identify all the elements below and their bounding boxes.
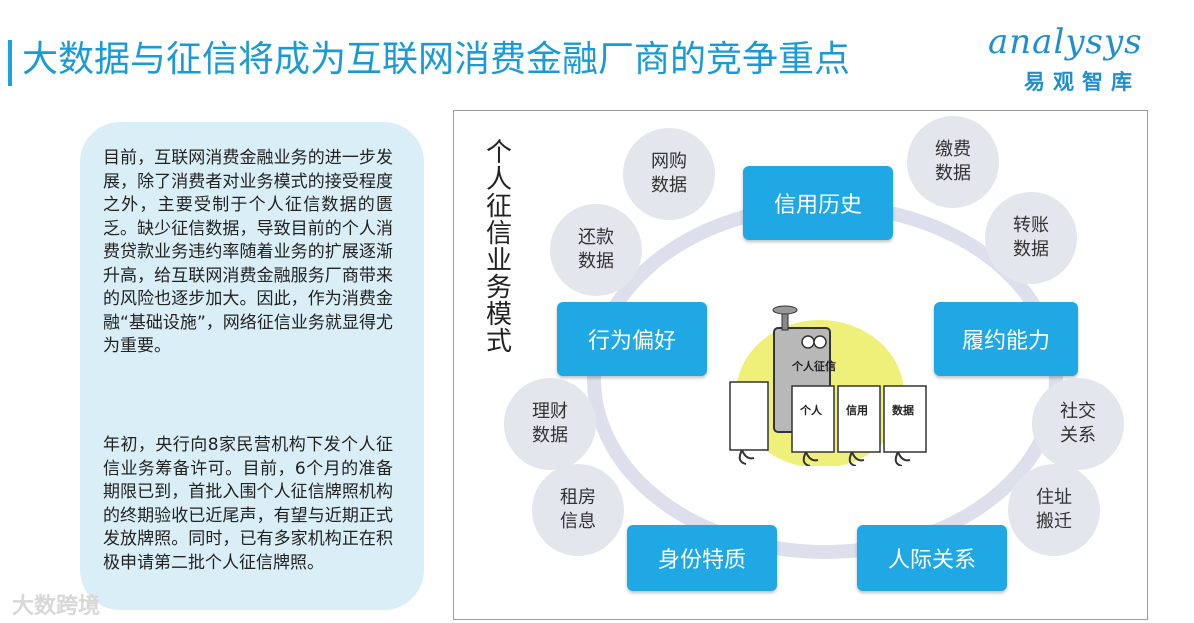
node-behavior-preference: 行为偏好: [557, 302, 707, 376]
data-node-social: 社交关系: [1032, 378, 1124, 470]
illustration-card-data: 数据: [892, 403, 914, 417]
bottom-watermark: 大数跨境: [12, 588, 100, 620]
logo-wordmark: analysys: [988, 22, 1143, 62]
data-node-relocation: 住址搬迁: [1008, 464, 1100, 556]
data-node-rental: 租房信息: [532, 464, 624, 556]
data-node-payment: 缴费数据: [907, 116, 999, 208]
node-identity-traits: 身份特质: [627, 525, 777, 591]
data-node-transfer: 转账数据: [985, 192, 1077, 284]
data-node-online-shopping: 网购数据: [623, 128, 715, 220]
title-accent-bar: [8, 40, 12, 86]
node-credit-history: 信用历史: [743, 166, 893, 240]
paragraph-1: 目前，互联网消费金融业务的进一步发展，除了消费者对业务模式的接受程度之外，主要受…: [103, 147, 393, 359]
illustration-card-person: 个人: [799, 403, 823, 417]
analysys-logo: analysys 易观智库: [988, 22, 1168, 102]
page-title: 大数据与征信将成为互联网消费金融厂商的竞争重点: [22, 30, 850, 82]
credit-illustration: 个人征信 个人 信用 数据: [722, 290, 940, 466]
illustration-box-label: 个人征信: [791, 359, 836, 373]
logo-chinese-name: 易观智库: [1024, 66, 1140, 96]
paragraph-2: 年初，央行向8家民营机构下发个人征信业务筹备许可。目前，6个月的准备期限已到，首…: [103, 434, 393, 575]
data-node-finance: 理财数据: [504, 378, 596, 470]
illustration-card-credit: 信用: [846, 403, 868, 417]
diagram-vertical-title: 个人征信业务模式: [484, 140, 514, 356]
node-interpersonal-relations: 人际关系: [857, 525, 1007, 591]
node-performance-ability: 履约能力: [934, 302, 1078, 376]
data-node-repayment: 还款数据: [550, 204, 642, 296]
